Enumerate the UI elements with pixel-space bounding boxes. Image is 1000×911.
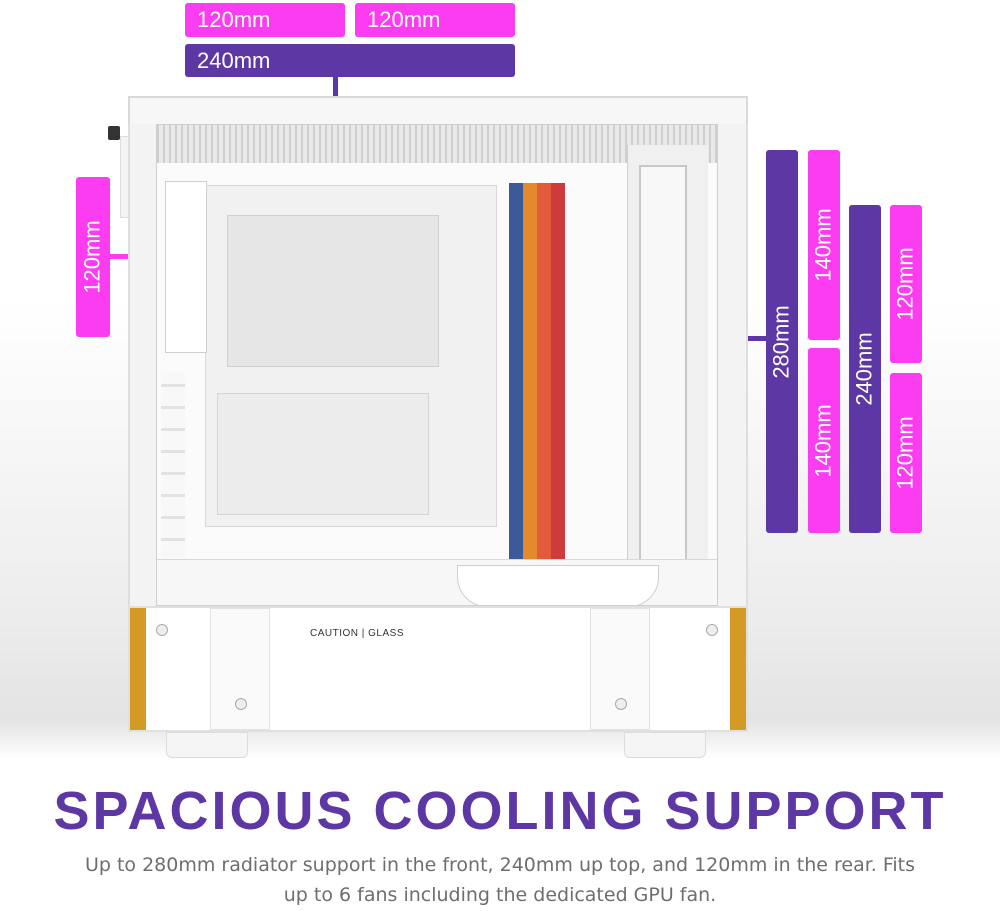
front-240-label: 240mm	[849, 205, 881, 533]
rear-connector-line	[110, 254, 130, 259]
headline: SPACIOUS COOLING SUPPORT	[53, 781, 947, 841]
front-120-top-label: 120mm	[890, 205, 922, 363]
gpu-cable-stripe-blue	[509, 183, 523, 563]
case-foot-right	[624, 732, 706, 758]
top-radiator-label: 240mm	[185, 44, 515, 77]
psu-cover: CAUTION | GLASS	[128, 606, 748, 732]
cover-tab-left	[210, 608, 270, 730]
case-foot-left	[166, 732, 248, 758]
expansion-slots	[161, 373, 185, 563]
front-connector-line	[748, 336, 768, 341]
gpu-cable-stripe-orange	[523, 183, 537, 563]
screw-icon	[235, 698, 247, 710]
front-140-top-label: 140mm	[808, 150, 840, 340]
rear-fan-label: 120mm	[76, 177, 110, 337]
case-top-panel	[128, 96, 748, 126]
front-fan-frame	[639, 165, 687, 569]
gold-trim-right	[730, 608, 746, 730]
case-body	[128, 124, 748, 606]
gold-trim-left	[130, 608, 146, 730]
top-mesh	[157, 125, 717, 163]
cable-cover-plate	[217, 393, 429, 515]
front-120-bottom-label: 120mm	[890, 373, 922, 533]
pc-case: CAUTION | GLASS	[108, 96, 748, 758]
cpu-cutout	[227, 215, 439, 367]
gpu-fan-mount	[457, 565, 659, 605]
gpu-cable-stripe-red	[551, 183, 565, 563]
handle-icon	[108, 126, 120, 140]
top-fan-right-label: 120mm	[355, 3, 515, 37]
glass-side-panel	[156, 124, 718, 606]
gpu-cable-stripe-coral	[537, 183, 551, 563]
screw-icon	[156, 624, 168, 636]
front-140-bottom-label: 140mm	[808, 348, 840, 533]
screw-icon	[706, 624, 718, 636]
top-fan-left-label: 120mm	[185, 3, 345, 37]
top-connector-line	[333, 77, 338, 97]
rear-fan	[165, 181, 207, 353]
screw-icon	[615, 698, 627, 710]
front-280-label: 280mm	[766, 150, 798, 533]
caution-label: CAUTION | GLASS	[310, 628, 405, 639]
cover-tab-right	[590, 608, 650, 730]
description: Up to 280mm radiator support in the fron…	[84, 854, 916, 906]
